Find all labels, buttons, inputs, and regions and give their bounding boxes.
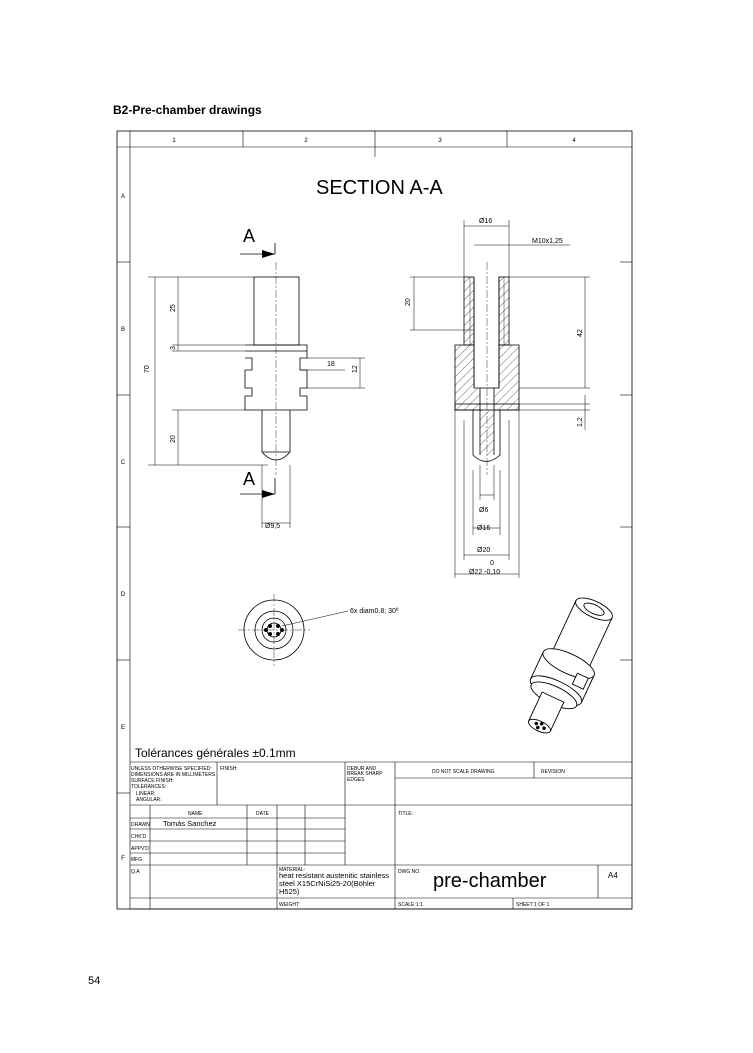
tb-dwg-no: DWG NO.: [398, 869, 421, 875]
tb-date-header: DATE: [256, 811, 270, 817]
tb-sheet: SHEET 1 OF 1: [516, 902, 549, 908]
tb-material-3: H525): [279, 887, 300, 896]
section-view: [454, 262, 520, 475]
tb-name-header: NAME: [188, 811, 203, 817]
dim-body-diameter: Ø20: [477, 547, 490, 554]
dim-flange-width: 18: [327, 361, 335, 368]
col-label-4: 4: [572, 138, 576, 144]
section-title: SECTION A-A: [316, 177, 443, 199]
title-block-text: UNLESS OTHERWISE SPECIFIED: DIMENSIONS A…: [131, 766, 618, 908]
tb-material-2: steel X15CrNiSi25-20(Böhler: [279, 879, 376, 888]
section-view-dimensions: [410, 220, 590, 578]
tb-part-name: pre-chamber: [433, 870, 547, 892]
dim-thread: M10x1,25: [532, 238, 563, 245]
title-block: [130, 761, 632, 910]
end-view: [238, 594, 349, 666]
section-view-dim-text: Ø16 M10x1,25 20 42 1,2 Ø6 Ø16 Ø20 0 Ø22 …: [405, 218, 584, 576]
dim-length: 42: [577, 329, 584, 337]
holes-note: 6x diam0.8; 30º: [350, 608, 399, 615]
isometric-view: [527, 597, 613, 734]
dim-flange-height-section: 1,2: [577, 417, 584, 427]
dim-flange-diameter: Ø22 -0,10: [469, 569, 500, 576]
drawing-frame: [116, 130, 633, 910]
page-number: 54: [88, 975, 101, 987]
tb-appvd: APPV'D: [131, 846, 149, 852]
row-label-c: C: [121, 460, 126, 466]
tb-revision: REVISION: [541, 769, 565, 775]
dim-lower: 20: [170, 435, 177, 443]
tolerances-note: Tolérances générales ±0.1mm: [135, 746, 296, 760]
dim-top-diameter: Ø16: [479, 218, 492, 225]
tb-deburr-1: DEBUR AND: [347, 766, 377, 772]
left-exterior-view: [244, 262, 308, 475]
tb-deburr-3: EDGES: [347, 777, 365, 783]
tb-material-label: MATERIAL:: [279, 867, 305, 873]
col-label-3: 3: [438, 138, 442, 144]
tb-material-1: heat resistant austenitic stainless: [279, 871, 389, 880]
col-label-2: 2: [304, 138, 308, 144]
tb-deburr-2: BREAK SHARP: [347, 771, 383, 777]
tb-unless: UNLESS OTHERWISE SPECIFIED:: [131, 766, 212, 772]
tb-do-not-scale: DO NOT SCALE DRAWING: [432, 769, 495, 775]
tb-drawn: DRAWN: [131, 822, 150, 828]
tb-surface: SURFACE FINISH:: [131, 778, 174, 784]
section-marker-bottom: A: [243, 469, 255, 489]
tb-mfg: MFG: [131, 857, 142, 863]
row-label-a: A: [121, 194, 125, 200]
dim-flange-height: 12: [352, 365, 359, 373]
tb-scale: SCALE:1:1: [398, 902, 423, 908]
section-marker-top: A: [243, 226, 255, 246]
tb-weight: WEIGHT:: [279, 902, 300, 908]
left-view-dim-text: 70 25 3 18 12 20 Ø9,5: [144, 304, 359, 530]
row-label-d: D: [121, 592, 126, 598]
dim-flange-gap: 3: [170, 346, 177, 350]
dim-tip-diameter: Ø9,5: [265, 523, 280, 530]
dim-top: 25: [170, 304, 177, 312]
row-label-e: E: [121, 725, 125, 731]
dim-bore-depth: 20: [405, 298, 412, 306]
section-heading: B2-Pre-chamber drawings: [113, 103, 262, 117]
zone-labels: 1 2 3 4 A B C D E F: [121, 138, 577, 862]
row-label-f: F: [121, 856, 125, 862]
tb-drawn-name: Tomás Sanchez: [163, 819, 217, 828]
tb-qa: Q.A: [131, 869, 140, 875]
tb-title-label: TITLE:: [398, 811, 413, 817]
tb-chkd: CHK'D: [131, 834, 147, 840]
dim-hole-diameter: Ø6: [479, 507, 488, 514]
tb-angular: ANGULAR:: [136, 797, 162, 803]
tb-tolerances: TOLERANCES:: [131, 784, 166, 790]
section-cut-markers: A A: [240, 226, 276, 498]
tb-linear: LINEAR:: [136, 791, 155, 797]
dim-overall: 70: [144, 365, 151, 373]
dim-tolerance-upper: 0: [490, 560, 494, 567]
tb-dims-mm: DIMENSIONS ARE IN MILLIMETERS: [131, 772, 216, 778]
tb-finish: FINISH:: [220, 766, 238, 772]
left-view-dimensions: [148, 276, 365, 528]
dim-stem-diameter: Ø16: [477, 525, 490, 532]
col-label-1: 1: [172, 138, 176, 144]
row-label-b: B: [121, 327, 125, 333]
tb-size: A4: [608, 871, 618, 880]
